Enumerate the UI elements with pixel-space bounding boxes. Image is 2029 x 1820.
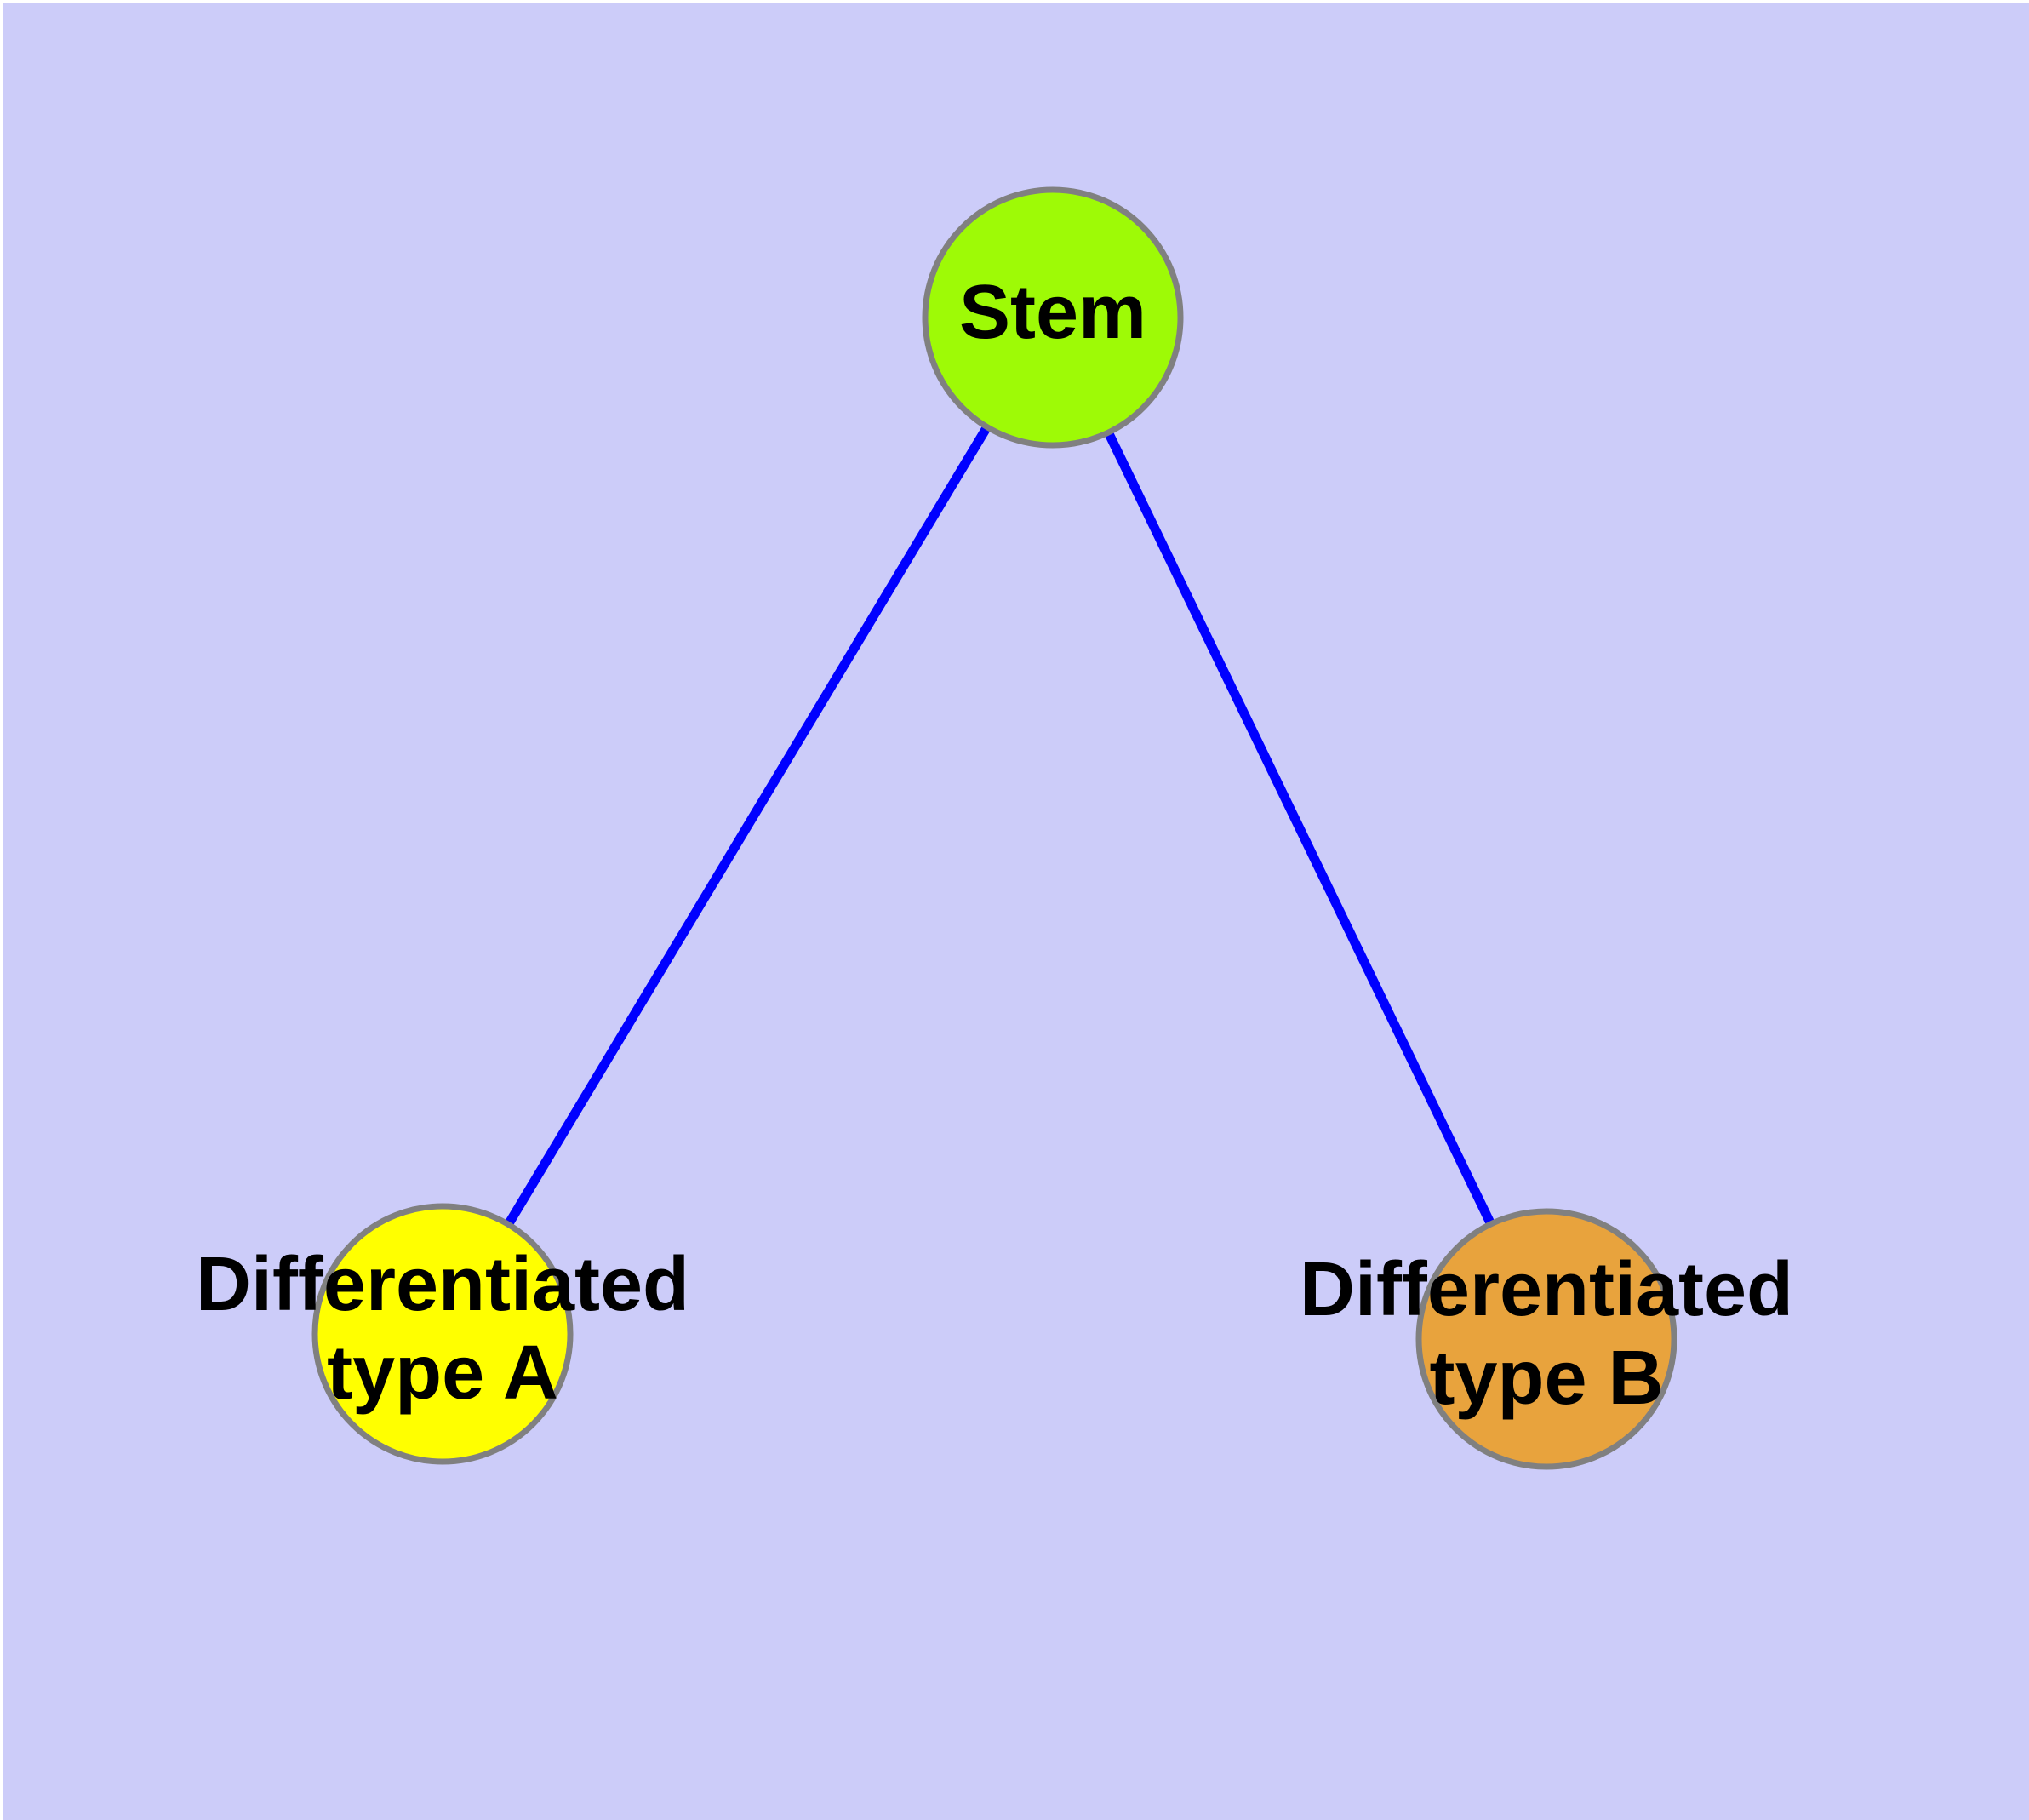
graph-node-stem[interactable] xyxy=(922,186,1184,449)
nodes-group xyxy=(311,186,1677,1470)
graph-edge-stem-to-a[interactable] xyxy=(438,315,1057,1336)
graph-node-label-line: type A xyxy=(327,1331,558,1416)
graph-node-label-line: type B xyxy=(1429,1336,1663,1421)
graph-node-diff_b[interactable] xyxy=(1415,1208,1677,1470)
graph-node-label-line: Differentiated xyxy=(1300,1247,1793,1332)
graph-node-label-line: Differentiated xyxy=(196,1242,689,1327)
graph-edge-stem-to-b[interactable] xyxy=(1049,315,1551,1342)
graph-node-label-stem: Stem xyxy=(959,270,1146,355)
graph-node-label-line: Stem xyxy=(959,270,1146,355)
edges-group xyxy=(438,315,1551,1342)
graph-node-diff_a[interactable] xyxy=(311,1203,574,1465)
